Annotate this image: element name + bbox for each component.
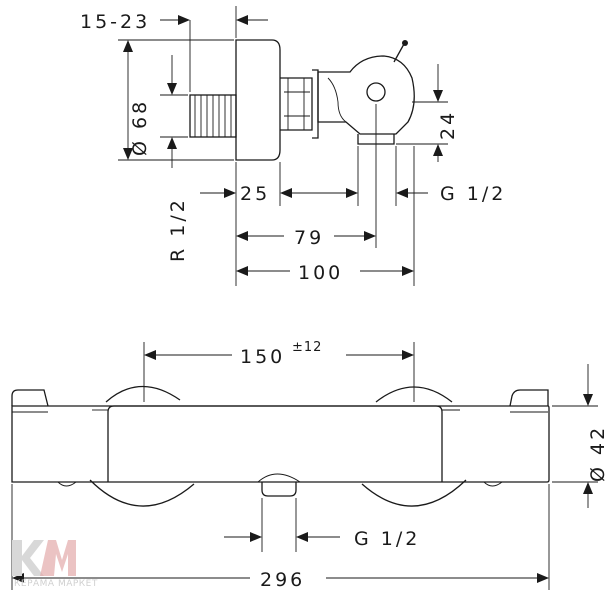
dim-thread-r: R 1/2: [167, 197, 189, 262]
center-section: [107, 405, 443, 482]
lever: [393, 43, 405, 63]
thermostat-bar: [11, 405, 550, 483]
rosette-left-bottom: [89, 479, 195, 507]
handle-right: [509, 389, 549, 407]
dim-total-width: 296: [260, 569, 305, 591]
valve-spindle: [366, 82, 386, 102]
hex-nut: [280, 77, 313, 131]
watermark-text: КЕРАМА МАРКЕТ: [14, 579, 98, 589]
bottom-outlet: [261, 482, 297, 497]
dim-tolerance: ±12: [292, 340, 322, 355]
rosette-right-bottom: [361, 479, 467, 507]
front-view: 150 ±12 Ø 42 G 1/2 296: [11, 340, 609, 591]
dim-width-100: 100: [298, 262, 343, 284]
handle-left: [11, 389, 49, 407]
valve-body: [317, 55, 415, 135]
dim-center-distance: 150: [240, 346, 285, 368]
watermark-logo: [12, 540, 76, 576]
side-view: 15-23 Ø 68 24 R 1/2 25: [80, 6, 506, 286]
dim-outlet-thread: G 1/2: [354, 528, 420, 550]
rosette-left-top: [105, 385, 181, 403]
dim-bar-diameter: Ø 42: [587, 425, 609, 482]
dim-thread-g-side: G 1/2: [440, 183, 506, 205]
dim-width-79: 79: [294, 227, 324, 249]
dim-rosette-diameter: Ø 68: [129, 99, 151, 156]
dim-height-24: 24: [437, 110, 459, 140]
dim-offset: 15-23: [80, 11, 150, 33]
wall-rosette: [235, 39, 281, 161]
dim-width-25: 25: [240, 183, 270, 205]
